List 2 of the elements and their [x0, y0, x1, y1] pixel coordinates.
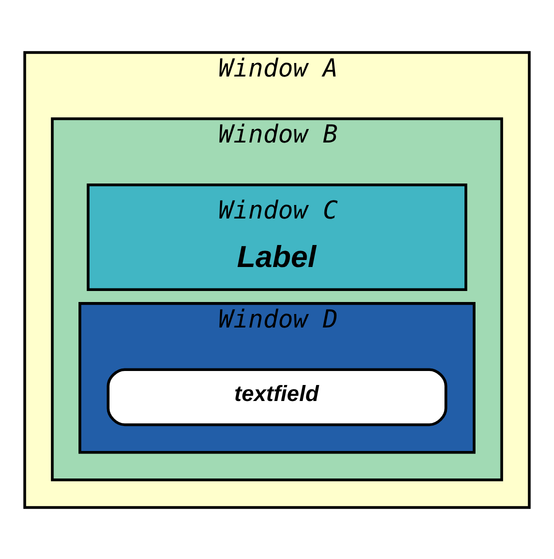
- node-box: textfield: [106, 368, 448, 426]
- node-box: Window C Label: [86, 183, 468, 291]
